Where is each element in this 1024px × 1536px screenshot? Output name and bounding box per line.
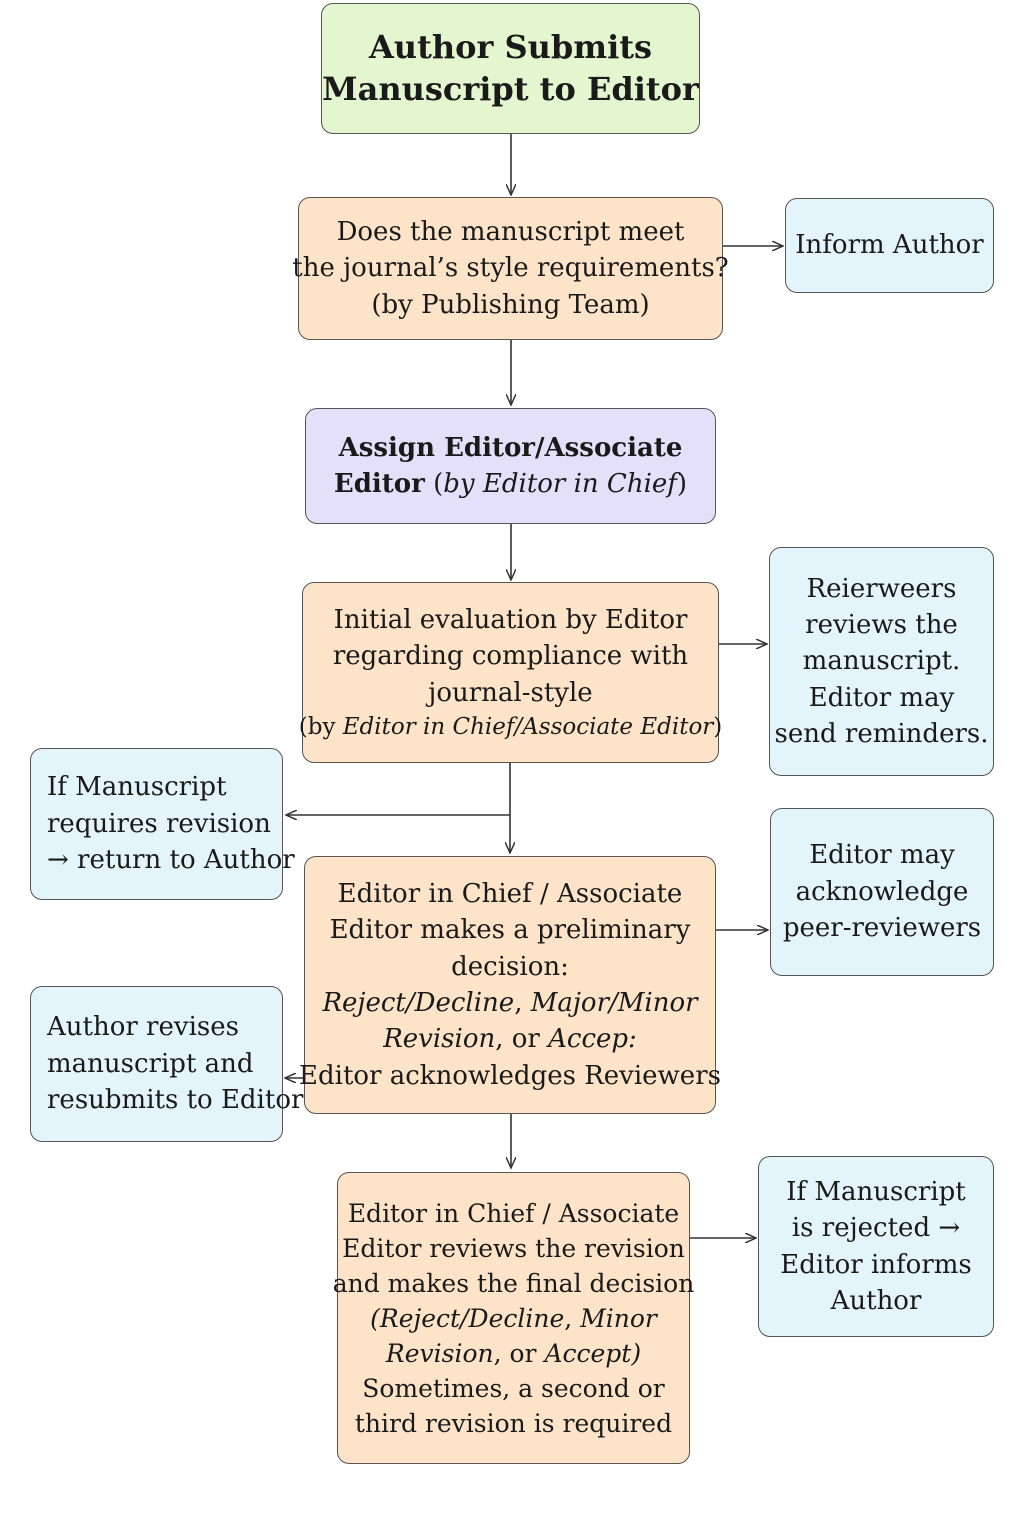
final-opt-close: ) <box>631 1338 642 1368</box>
rejected-line-2: is rejected → <box>791 1213 961 1244</box>
preliminary-decision-box: Editor in Chief / Associate Editor makes… <box>299 856 721 1114</box>
assign-editor-line-1: Assign Editor/Associate <box>338 432 683 463</box>
start-line-1: Author Submits <box>368 27 653 66</box>
preliminary-opt-major-minor: Major/Minor <box>530 988 698 1018</box>
final-opt-revision: Revision <box>385 1338 494 1368</box>
final-opt-reject: Reject/Decline <box>379 1303 565 1333</box>
final-line-2: Editor reviews the revision <box>342 1233 685 1263</box>
style-check-line-2: the journal’s style requirements? <box>292 253 729 284</box>
acknowledge-line-2: acknowledge <box>795 876 969 907</box>
acknowledge-line-1: Editor may <box>809 840 955 871</box>
author-revises-line-2: manuscript and <box>47 1048 254 1079</box>
preliminary-line-1: Editor in Chief / Associate <box>337 878 683 909</box>
preliminary-opt-sep-1: , <box>514 988 531 1018</box>
author-revises-box: Author revises manuscript and resubmits … <box>30 986 303 1142</box>
final-decision-box: Editor in Chief / Associate Editor revie… <box>333 1172 694 1464</box>
final-tail-line-2: third revision is required <box>354 1408 673 1438</box>
style-check-box: Does the manuscript meet the journal’s s… <box>292 197 729 340</box>
final-options-2: Revision, or Accept) <box>386 1336 641 1371</box>
initial-eval-line-2: regarding compliance with <box>332 641 689 672</box>
final-opt-sep-2: , or <box>493 1338 545 1368</box>
reviewers-line-1: Reierweers <box>806 573 957 604</box>
reviewers-line-4: Editor may <box>808 682 955 713</box>
assign-editor-line-2: Editor (by Editor in Chief) <box>334 466 687 502</box>
preliminary-options-2: Revision, or Accep: <box>383 1021 637 1057</box>
reviewers-line-5: send reminders. <box>774 719 989 750</box>
final-line-1: Editor in Chief / Associate <box>347 1198 680 1228</box>
preliminary-opt-reject: Reject/Decline <box>322 988 515 1018</box>
final-opt-sep-1: , <box>564 1303 581 1333</box>
initial-eval-note-open: (by <box>298 713 343 740</box>
rejected-line-3: Editor informs <box>780 1249 972 1280</box>
preliminary-opt-revision: Revision <box>383 1024 496 1055</box>
assign-editor-paren-open: ( <box>424 469 444 499</box>
rejected-box: If Manuscript is rejected → Editor infor… <box>758 1156 994 1337</box>
preliminary-line-3: decision: <box>451 951 569 982</box>
initial-eval-note-italic: Editor in Chief/Associate Editor <box>342 713 714 740</box>
inform-author-box: Inform Author <box>785 198 994 293</box>
acknowledge-box: Editor may acknowledge peer-reviewers <box>770 808 994 976</box>
author-revises-line-1: Author revises <box>47 1012 239 1043</box>
reviewers-line-2: reviews the <box>805 609 958 640</box>
assign-editor-paren-close: ) <box>676 469 688 499</box>
rejected-line-1: If Manuscript <box>786 1176 966 1207</box>
final-tail-line-1: Sometimes, a second or <box>362 1373 665 1403</box>
final-options-1: (Reject/Decline, Minor <box>370 1301 657 1336</box>
preliminary-opt-accept: Accep: <box>548 1024 637 1055</box>
initial-eval-note: (by Editor in Chief/Associate Editor) <box>299 711 723 743</box>
reviewers-box: Reierweers reviews the manuscript. Edito… <box>769 547 994 776</box>
preliminary-last-line: Editor acknowledges Reviewers <box>299 1060 721 1091</box>
initial-eval-line-1: Initial evaluation by Editor <box>333 604 688 635</box>
final-line-3: and makes the final decision <box>332 1268 695 1298</box>
preliminary-line-2: Editor makes a preliminary <box>329 915 691 946</box>
style-check-line-3: (by Publishing Team) <box>371 289 650 320</box>
assign-editor-box: Assign Editor/Associate Editor (by Edito… <box>305 408 716 524</box>
initial-eval-note-close: ) <box>713 713 723 740</box>
final-opt-open: ( <box>370 1303 380 1333</box>
style-check-line-1: Does the manuscript meet <box>336 216 685 247</box>
assign-editor-by-chief: by Editor in Chief <box>443 469 677 499</box>
assign-editor-editor-word: Editor <box>333 469 425 499</box>
preliminary-options-1: Reject/Decline, Major/Minor <box>322 985 697 1021</box>
final-opt-accept: Accept <box>544 1338 632 1368</box>
requires-revision-line-1: If Manuscript <box>47 772 227 803</box>
requires-revision-box: If Manuscript requires revision → return… <box>30 748 295 900</box>
start-line-2: Manuscript to Editor <box>322 69 699 108</box>
start-box: Author Submits Manuscript to Editor <box>321 3 700 134</box>
requires-revision-line-3: → return to Author <box>47 845 295 876</box>
acknowledge-line-3: peer-reviewers <box>782 913 982 944</box>
requires-revision-line-2: requires revision <box>47 808 271 839</box>
initial-eval-box: Initial evaluation by Editor regarding c… <box>299 582 722 763</box>
rejected-line-4: Author <box>830 1285 922 1316</box>
inform-author-label: Inform Author <box>795 230 984 261</box>
reviewers-line-3: manuscript. <box>802 646 961 677</box>
final-opt-minor: Minor <box>580 1303 657 1333</box>
author-revises-line-3: resubmits to Editor <box>47 1085 304 1116</box>
preliminary-opt-sep-2: , or <box>495 1024 549 1055</box>
initial-eval-line-3: journal-style <box>428 677 593 708</box>
